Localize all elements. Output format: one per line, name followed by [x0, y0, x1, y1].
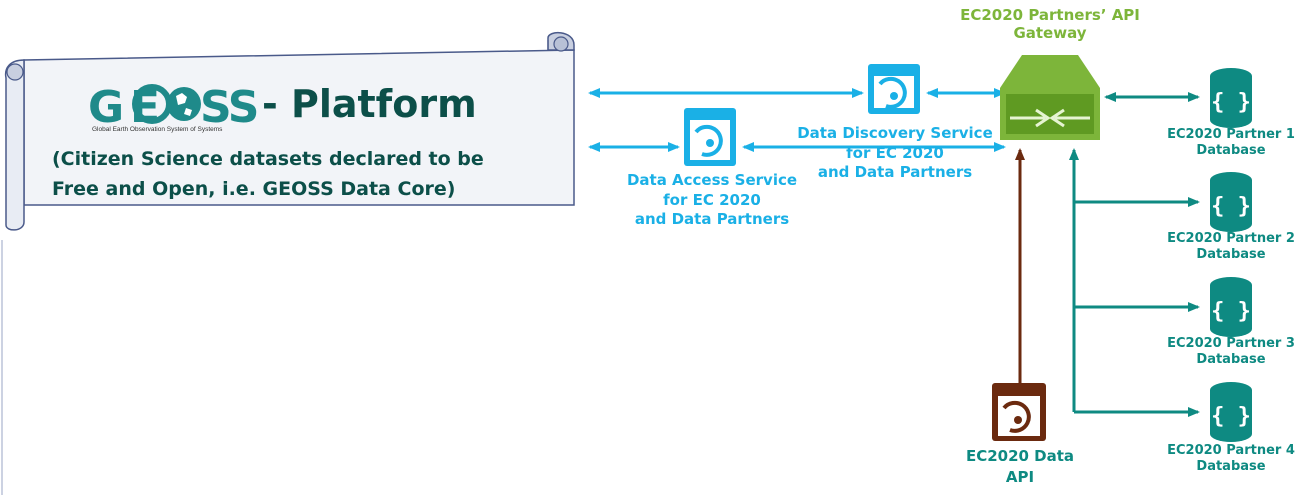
svg-text:{ }: { } — [1211, 299, 1251, 324]
svg-text:SS: SS — [200, 82, 257, 133]
discovery-web-service-icon — [868, 64, 920, 114]
data-api-label: EC2020 Data API — [965, 447, 1075, 486]
platform-description-line-2: Free and Open, i.e. GEOSS Data Core) — [52, 178, 456, 200]
discovery-service-label: Data Discovery Service for EC 2020 and D… — [797, 124, 993, 181]
database-icon-4: { } — [1210, 382, 1252, 442]
database-icon-1: { } — [1210, 68, 1252, 128]
gateway-label: EC2020 Partners’ API Gateway — [960, 6, 1140, 42]
database-label-3: EC2020 Partner 3 Database — [1167, 336, 1295, 367]
access-service-label: Data Access Service for EC 2020 and Data… — [626, 171, 798, 228]
database-label-4: EC2020 Partner 4 Database — [1167, 443, 1295, 474]
database-label-2: EC2020 Partner 2 Database — [1167, 231, 1295, 262]
data-api-web-service-icon — [992, 383, 1046, 441]
access-web-service-icon — [684, 108, 736, 166]
platform-title: - Platform — [262, 82, 477, 126]
database-icon-3: { } — [1210, 277, 1252, 337]
svg-text:{ }: { } — [1211, 404, 1251, 429]
platform-description: (Citizen Science datasets declared to be… — [52, 144, 484, 204]
api-gateway-icon — [1000, 55, 1100, 140]
platform-description-line-1: (Citizen Science datasets declared to be — [52, 148, 484, 170]
geoss-logo: G SS E — [88, 82, 259, 133]
database-label-1: EC2020 Partner 1 Database — [1167, 127, 1295, 158]
svg-text:{ }: { } — [1211, 194, 1251, 219]
svg-text:{ }: { } — [1211, 90, 1251, 115]
database-icon-2: { } — [1210, 172, 1252, 232]
geoss-logo-tagline: Global Earth Observation System of Syste… — [92, 126, 223, 133]
svg-text:G: G — [88, 82, 123, 133]
svg-text:E: E — [130, 82, 160, 133]
